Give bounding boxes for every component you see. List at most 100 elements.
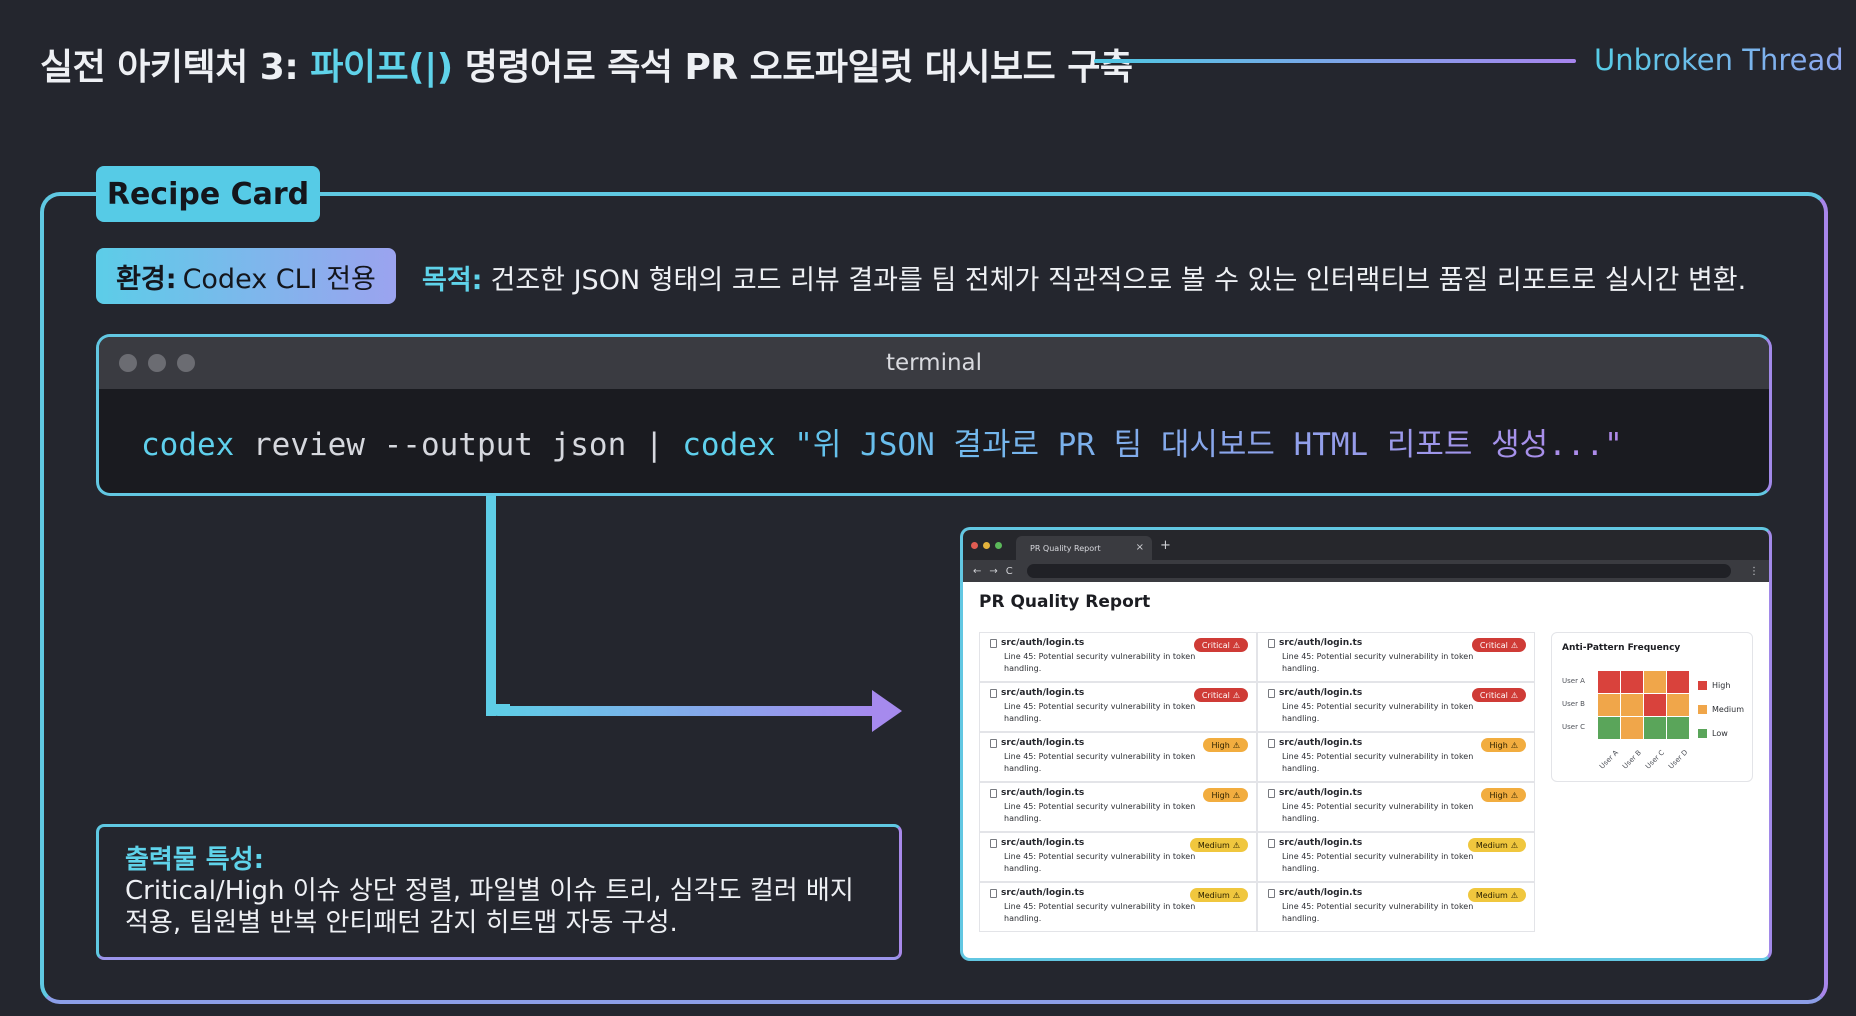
close-icon[interactable]: × [1135, 542, 1144, 553]
issue-file: src/auth/login.ts [990, 838, 1248, 848]
issue-description: Line 45: Potential security vulnerabilit… [1004, 652, 1196, 673]
env-value: Codex CLI 전용 [182, 263, 376, 295]
heatmap-row-label: User B [1562, 700, 1585, 708]
heatmap-cell[interactable] [1644, 671, 1666, 693]
warning-icon: ⚠ [1510, 640, 1518, 650]
severity-label: High [1211, 790, 1230, 800]
title-accent: 파이프(|) [310, 47, 453, 88]
severity-badge: High⚠ [1203, 788, 1248, 802]
purpose-label: 목적: [422, 265, 483, 296]
issue-file-path: src/auth/login.ts [1001, 688, 1085, 698]
legend-swatch [1698, 728, 1707, 738]
issue-file: src/auth/login.ts [1268, 638, 1526, 648]
purpose-text: 목적:건조한 JSON 형태의 코드 리뷰 결과를 팀 전체가 직관적으로 볼 … [422, 258, 1746, 297]
legend-label: High [1712, 680, 1731, 690]
severity-badge: Critical⚠ [1193, 688, 1248, 702]
heatmap-cell[interactable] [1644, 717, 1666, 739]
heatmap-cell[interactable] [1598, 694, 1620, 716]
heatmap-cell[interactable] [1621, 717, 1643, 739]
output-description: Critical/High 이슈 상단 정렬, 파일별 이슈 트리, 심각도 컬… [125, 876, 854, 938]
heatmap-cell[interactable] [1667, 694, 1689, 716]
heatmap-cell[interactable] [1598, 671, 1620, 693]
window-close-dot[interactable] [119, 354, 137, 372]
issue-description: Line 45: Potential security vulnerabilit… [1004, 702, 1196, 723]
warning-icon: ⚠ [1510, 690, 1518, 700]
issue-file-path: src/auth/login.ts [1279, 788, 1363, 798]
file-icon [1268, 888, 1275, 898]
heatmap-row-label: User C [1562, 723, 1586, 731]
heatmap-cell[interactable] [1667, 717, 1689, 739]
heatmap-row-label: User A [1562, 677, 1585, 685]
terminal-window: terminal codex review --output json | co… [96, 334, 1772, 496]
reload-icon[interactable]: C [1005, 565, 1013, 577]
forward-arrow-icon[interactable]: → [989, 565, 998, 577]
file-icon [990, 788, 997, 798]
heatmap-cell[interactable] [1667, 671, 1689, 693]
legend-item: High [1698, 673, 1744, 697]
heatmap-cell[interactable] [1644, 694, 1666, 716]
browser-tab[interactable]: PR Quality Report × [1016, 536, 1152, 560]
window-minimize-dot[interactable] [148, 354, 166, 372]
issue-file-path: src/auth/login.ts [1001, 738, 1085, 748]
page-title: 실전 아키텍처 3: 파이프(|) 명령어로 즉석 PR 오토파일럿 대시보드 … [40, 38, 1133, 90]
title-prefix: 실전 아키텍처 3: [40, 47, 311, 88]
issue-file: src/auth/login.ts [990, 788, 1248, 798]
warning-icon: ⚠ [1232, 790, 1240, 800]
severity-label: High [1489, 740, 1508, 750]
heatmap-col-label: User B [1621, 748, 1643, 771]
file-icon [990, 888, 997, 898]
back-arrow-icon[interactable]: ← [973, 565, 982, 577]
issue-file-path: src/auth/login.ts [1279, 688, 1363, 698]
issue-file: src/auth/login.ts [1268, 788, 1526, 798]
terminal-command[interactable]: codex review --output json | codex "위 JS… [99, 389, 1769, 464]
recipe-card-tab: Recipe Card [96, 166, 320, 222]
heatmap-title: Anti-Pattern Frequency [1562, 643, 1681, 653]
warning-icon: ⚠ [1510, 840, 1518, 850]
issue-file: src/auth/login.ts [990, 888, 1248, 898]
window-maximize-dot[interactable] [177, 354, 195, 372]
heatmap-cell[interactable] [1598, 717, 1620, 739]
issue-file: src/auth/login.ts [1268, 838, 1526, 848]
severity-badge: Medium⚠ [1467, 888, 1526, 902]
issue-file: src/auth/login.ts [990, 738, 1248, 748]
issue-description: Line 45: Potential security vulnerabilit… [1282, 802, 1474, 823]
severity-label: Critical [1479, 640, 1508, 650]
new-tab-icon[interactable]: + [1160, 537, 1171, 553]
heatmap-cell[interactable] [1621, 694, 1643, 716]
warning-icon: ⚠ [1232, 890, 1240, 900]
severity-badge: Critical⚠ [1471, 638, 1526, 652]
issue-description: Line 45: Potential security vulnerabilit… [1004, 902, 1196, 923]
heatmap-cell[interactable] [1621, 671, 1643, 693]
kebab-menu-icon[interactable]: ⋮ [1749, 565, 1759, 577]
issue-file: src/auth/login.ts [1268, 738, 1526, 748]
purpose-body: 건조한 JSON 형태의 코드 리뷰 결과를 팀 전체가 직관적으로 볼 수 있… [490, 265, 1747, 296]
title-suffix: 명령어로 즉석 PR 오토파일럿 대시보드 구축 [452, 47, 1133, 88]
severity-badge: Medium⚠ [1189, 888, 1248, 902]
browser-maximize-dot[interactable] [995, 541, 1002, 549]
warning-icon: ⚠ [1232, 840, 1240, 850]
browser-close-dot[interactable] [971, 541, 978, 549]
warning-icon: ⚠ [1510, 790, 1518, 800]
address-bar[interactable] [1026, 564, 1731, 578]
heatmap-grid [1598, 671, 1689, 739]
issue-file: src/auth/login.ts [1268, 688, 1526, 698]
issue-file-path: src/auth/login.ts [1279, 638, 1363, 648]
issue-description: Line 45: Potential security vulnerabilit… [1004, 752, 1196, 773]
browser-minimize-dot[interactable] [983, 541, 990, 549]
arrow-head-icon [872, 690, 902, 732]
severity-badge: Critical⚠ [1193, 638, 1248, 652]
issue-card[interactable]: src/auth/login.ts Critical⚠Line 45: Poten… [979, 682, 1257, 732]
